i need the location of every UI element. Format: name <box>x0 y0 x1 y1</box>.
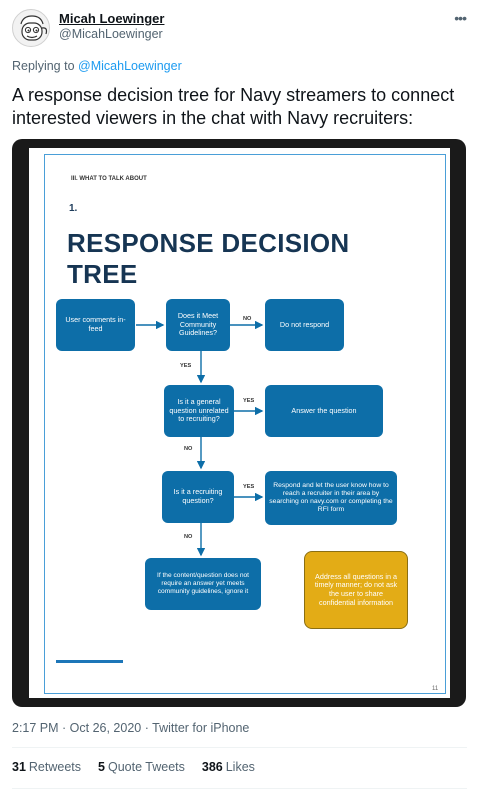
node-respond-recruiter: Respond and let the user know how to rea… <box>265 471 397 525</box>
document-page: III. WHAT TO TALK ABOUT 1. RESPONSE DECI… <box>29 148 450 698</box>
label-yes-1: YES <box>180 363 192 369</box>
retweets-label: Retweets <box>28 760 82 774</box>
node-answer-question: Answer the question <box>265 385 383 437</box>
node-user-comments: User comments in-feed <box>56 299 135 351</box>
node-community-guidelines: Does it Meet Community Guidelines? <box>166 299 230 351</box>
section-number: 1. <box>69 203 78 214</box>
page-number: 11 <box>432 686 439 692</box>
label-no-1: NO <box>243 316 252 322</box>
node-ignore-it: If the content/question does not require… <box>145 558 261 610</box>
tweet-text: A response decision tree for Navy stream… <box>12 85 455 128</box>
likes-count: 386 <box>201 760 223 774</box>
document-border <box>44 154 446 694</box>
divider-bottom <box>12 788 467 789</box>
reply-prefix: Replying to <box>12 59 75 73</box>
avatar-cartoon-icon <box>20 15 48 41</box>
retweets-count: 31 <box>12 760 26 774</box>
label-yes-3: YES <box>243 484 255 490</box>
footer-accent-line <box>56 660 123 663</box>
author-name[interactable]: Micah Loewinger <box>59 11 165 26</box>
reply-context: Replying to @MicahLoewinger <box>12 59 182 73</box>
document-title-line1: RESPONSE DECISION <box>67 228 350 258</box>
label-yes-2: YES <box>243 398 255 404</box>
node-do-not-respond: Do not respond <box>265 299 344 351</box>
document-title-line2: TREE <box>67 259 138 289</box>
reply-mention-link[interactable]: @MicahLoewinger <box>78 59 182 73</box>
document-title: RESPONSE DECISION TREE <box>67 228 350 290</box>
author-handle[interactable]: @MicahLoewinger <box>59 27 163 41</box>
tweet-media-image[interactable]: III. WHAT TO TALK ABOUT 1. RESPONSE DECI… <box>12 139 466 707</box>
likes-label: Likes <box>225 760 255 774</box>
section-heading: III. WHAT TO TALK ABOUT <box>71 176 147 182</box>
avatar[interactable] <box>12 9 50 47</box>
quotes-count: 5 <box>98 760 105 774</box>
tweet-timestamp[interactable]: 2:17 PM · Oct 26, 2020 · Twitter for iPh… <box>12 721 250 735</box>
label-no-2: NO <box>184 446 193 452</box>
ellipsis-icon[interactable]: ••• <box>454 10 467 26</box>
flow-arrows <box>136 320 264 557</box>
node-recruiting-question: Is it a recruiting question? <box>162 471 234 523</box>
node-address-questions: Address all questions in a timely manner… <box>304 551 408 629</box>
quotes-label: Quote Tweets <box>107 760 185 774</box>
node-general-question: Is it a general question unrelated to re… <box>164 385 234 437</box>
tweet-header: Micah Loewinger @MicahLoewinger ••• <box>0 0 479 52</box>
label-no-3: NO <box>184 534 193 540</box>
divider <box>12 747 467 748</box>
